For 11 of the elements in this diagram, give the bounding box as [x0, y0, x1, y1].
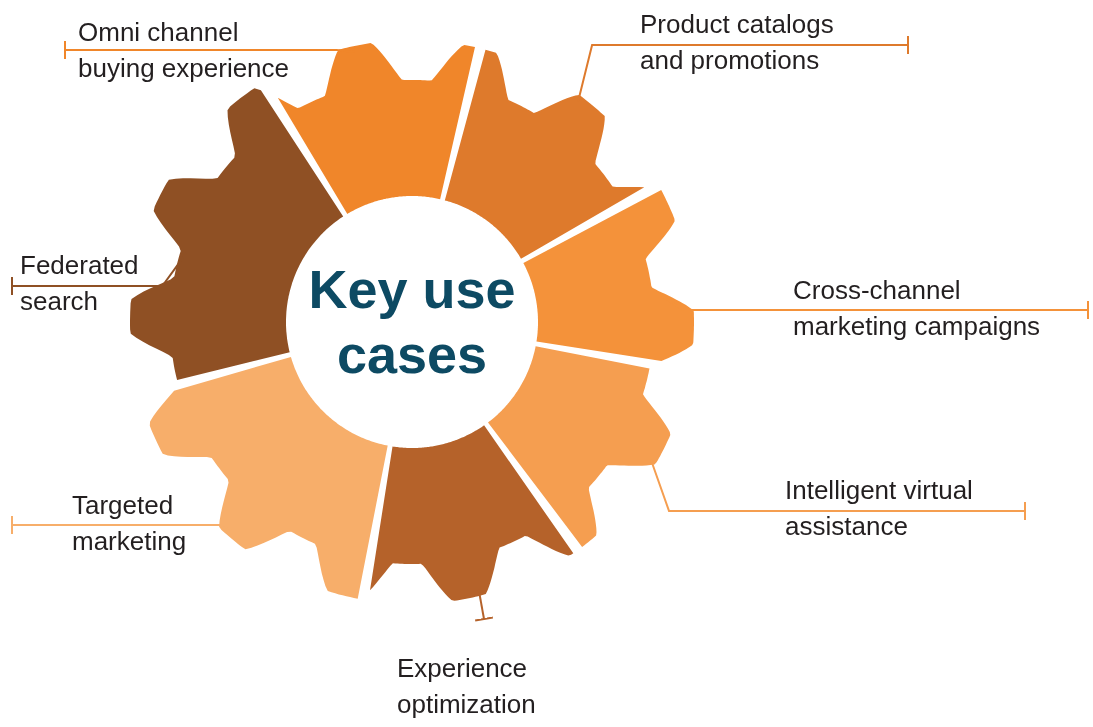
callout-label: Intelligent virtual assistance	[785, 472, 1027, 545]
callout-label: Targeted marketing	[72, 487, 217, 560]
callout-label: Cross-channel marketing campaigns	[793, 272, 1078, 345]
callout-label: Federated search	[20, 247, 165, 320]
gear-segment	[488, 346, 671, 547]
center-title: Key use cases	[307, 258, 517, 386]
callout-label: Product catalogs and promotions	[640, 6, 868, 79]
callout-label: Omni channel buying experience	[78, 14, 318, 87]
gear-segment	[370, 425, 574, 601]
callout-label: Experience optimization	[397, 650, 572, 723]
gear-segment	[523, 190, 694, 362]
